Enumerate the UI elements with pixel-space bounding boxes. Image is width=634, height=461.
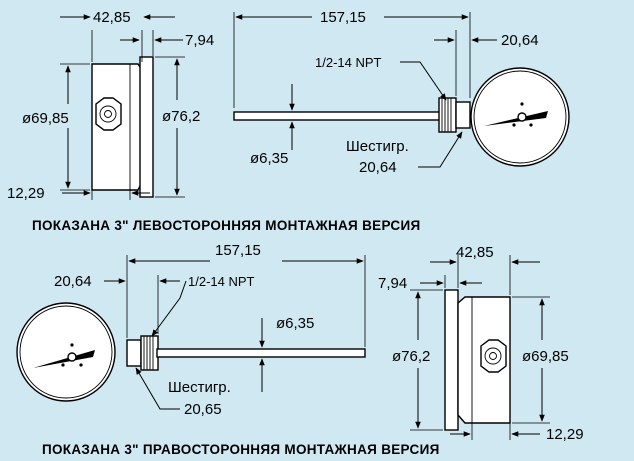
dim-case-depth: 42,85 (456, 244, 494, 261)
stem (233, 111, 443, 121)
thread-label: 1/2-14 NPT (188, 274, 255, 289)
dim-stem-dia: ø6,35 (250, 150, 288, 167)
pointer (33, 350, 95, 368)
dim-bezel: 7,94 (378, 275, 407, 292)
bottom-right-side-view: 42,85 7,94 ø76,2 ø69,85 12,29 (378, 244, 584, 443)
hex-nut (95, 97, 122, 131)
dim-stem-dia: ø6,35 (276, 315, 314, 332)
stem (156, 348, 366, 358)
hex-nut (480, 339, 507, 373)
dim-case-depth: 42,85 (93, 9, 131, 26)
hex-body (126, 339, 142, 367)
dim-stem-length: 157,15 (215, 242, 261, 259)
dim-bezel: 7,94 (185, 32, 214, 49)
dim-case-dia: ø69,85 (522, 348, 569, 365)
hex-value: 20,65 (184, 401, 222, 418)
thread-label: 1/2-14 NPT (315, 55, 382, 70)
dim-bezel-dia: ø76,2 (392, 348, 430, 365)
hex-value: 20,64 (359, 159, 397, 176)
bezel-ring (139, 56, 154, 198)
hex-label: Шестигр. (346, 138, 409, 155)
bezel-ring (444, 289, 459, 431)
dim-thread-len: 20,64 (501, 32, 539, 49)
dim-offset: 12,29 (546, 426, 584, 443)
hex-body (455, 101, 471, 129)
dim-offset: 12,29 (7, 185, 45, 202)
pointer (484, 111, 548, 126)
top-left-side-view: 42,85 7,94 ø69,85 ø76,2 12,29 (7, 9, 214, 202)
dim-case-dia: ø69,85 (22, 110, 69, 127)
dim-bezel-dia: ø76,2 (162, 108, 200, 125)
dim-thread-len: 20,64 (54, 273, 92, 290)
caption-left-mount: ПОКАЗАНА 3" ЛЕВОСТОРОННЯЯ МОНТАЖНАЯ ВЕРС… (32, 218, 420, 233)
gauge-dial (16, 302, 116, 402)
hex-label: Шестигр. (168, 379, 231, 396)
caption-right-mount: ПОКАЗАНА 3" ПРАВОСТОРОННЯЯ МОНТАЖНАЯ ВЕР… (42, 442, 440, 457)
bottom-left-front-view: 157,15 20,64 1/2-14 NPT ø6,35 Шестигр. 2… (16, 242, 366, 418)
top-right-front-view: 157,15 20,64 1/2-14 NPT ø6,35 Шестигр. 2… (233, 9, 570, 176)
dim-stem-length: 157,15 (320, 9, 366, 26)
